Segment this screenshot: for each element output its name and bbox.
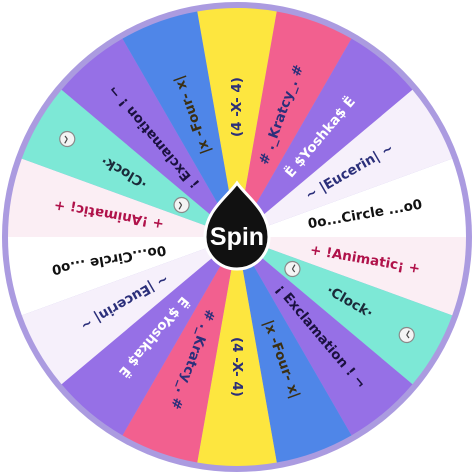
clock-icon	[284, 260, 301, 278]
wheel-segment	[197, 8, 277, 237]
wheel-slices	[8, 8, 466, 466]
wheel-segment-label: (4 -X- 4)	[229, 337, 245, 397]
spin-pointer[interactable]	[203, 180, 271, 271]
wheel-segment	[237, 11, 352, 238]
wheel-segment	[237, 237, 352, 463]
wheel-segment	[197, 237, 277, 466]
spin-button-label[interactable]: Spin	[209, 223, 265, 251]
wheel-segment-label-group: (4 -X- 4)	[229, 337, 245, 397]
spin-hub[interactable]	[203, 180, 271, 271]
wheel-segment	[61, 237, 237, 436]
wheel-segment	[237, 89, 453, 237]
wheel-segment	[237, 237, 413, 436]
clock-icon	[59, 130, 76, 148]
wheel-segment	[8, 158, 237, 237]
wheel-segment	[237, 38, 413, 238]
wheel-segment	[237, 158, 466, 237]
wheel-segment	[237, 237, 466, 316]
clock-icon	[398, 326, 415, 344]
wheel-segment	[61, 38, 237, 238]
wheel-segment	[122, 11, 237, 238]
wheel-segment	[21, 237, 238, 385]
wheel-segment	[122, 237, 237, 463]
wheel-segment	[8, 237, 237, 316]
wheel-segment-label: (4 -X- 4)	[229, 77, 245, 137]
wheel-segment-label-group: (4 -X- 4)	[229, 77, 245, 137]
clock-icon	[173, 196, 190, 214]
